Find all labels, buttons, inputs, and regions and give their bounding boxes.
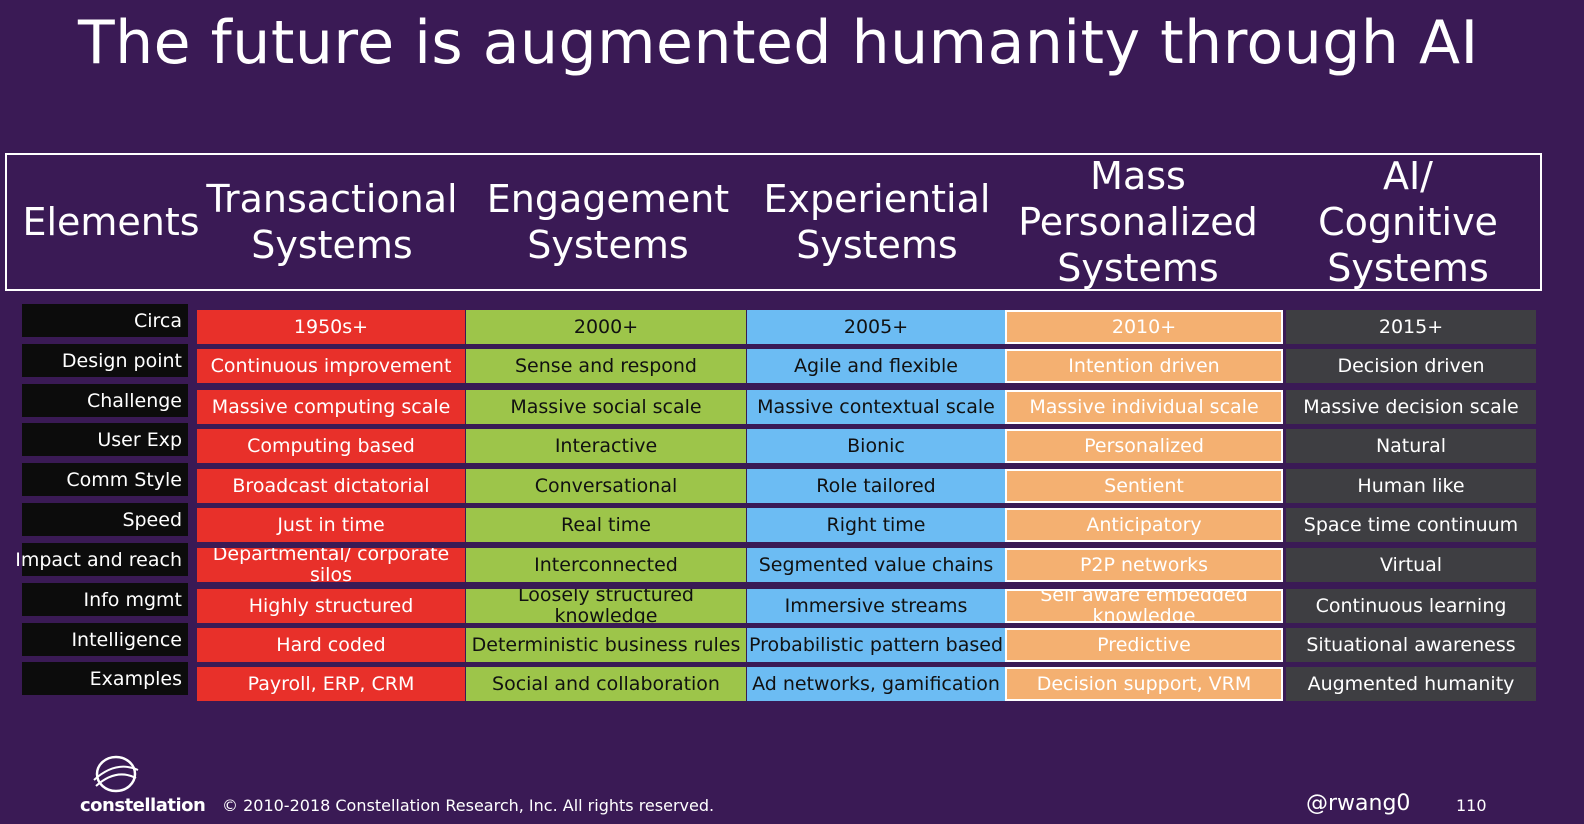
header-line: Systems: [796, 223, 958, 267]
header-transactional: Transactional Systems: [197, 155, 467, 289]
table-cell: Decision support, VRM: [1005, 667, 1283, 701]
table-cell: Intention driven: [1005, 349, 1283, 383]
table-cell: Natural: [1286, 429, 1536, 463]
header-line: AI/: [1382, 154, 1433, 198]
header-experiential: Experiential Systems: [749, 155, 1005, 289]
header-line: Elements: [22, 200, 200, 244]
table-cell: Highly structured: [197, 589, 465, 623]
table-cell: Continuous learning: [1286, 589, 1536, 623]
row-label: Info mgmt: [22, 583, 188, 616]
table-cell: Ad networks, gamification: [747, 667, 1005, 701]
header-line: Systems: [251, 223, 413, 267]
header-line: Systems: [527, 223, 689, 267]
table-cell: Situational awareness: [1286, 628, 1536, 662]
table-cell: Immersive streams: [747, 589, 1005, 623]
table-cell: Interconnected: [466, 548, 746, 582]
table-cell: P2P networks: [1005, 548, 1283, 582]
table-cell: Decision driven: [1286, 349, 1536, 383]
row-label: Challenge: [22, 384, 188, 417]
table-cell: Loosely structured knowledge: [466, 589, 746, 623]
logo-text: constellation: [80, 795, 206, 816]
table-cell: Probabilistic pattern based: [747, 628, 1005, 662]
header-line: Mass: [1090, 154, 1186, 198]
table-cell: Space time continuum: [1286, 508, 1536, 542]
table-cell: Segmented value chains: [747, 548, 1005, 582]
table-cell: Virtual: [1286, 548, 1536, 582]
table-cell: Augmented humanity: [1286, 667, 1536, 701]
table-cell: Real time: [466, 508, 746, 542]
header-ai-cognitive: AI/ Cognitive Systems: [1277, 154, 1539, 290]
table-cell: Departmental/ corporate silos: [197, 548, 465, 582]
table-cell: Interactive: [466, 429, 746, 463]
table-cell: Massive computing scale: [197, 390, 465, 424]
table-cell: Personalized: [1005, 429, 1283, 463]
copyright: © 2010-2018 Constellation Research, Inc.…: [222, 796, 715, 815]
table-cell: Payroll, ERP, CRM: [197, 667, 465, 701]
header-line: Cognitive: [1318, 200, 1498, 244]
row-label: Impact and reach: [15, 543, 188, 576]
table-cell: Massive contextual scale: [747, 390, 1005, 424]
table-cell: Predictive: [1005, 628, 1283, 662]
table-header: Elements Transactional Systems Engagemen…: [5, 153, 1542, 291]
header-line: Personalized: [1018, 200, 1258, 244]
table-cell: 2015+: [1286, 310, 1536, 344]
table-cell: Computing based: [197, 429, 465, 463]
table-cell: Conversational: [466, 469, 746, 503]
table-cell: Social and collaboration: [466, 667, 746, 701]
table-cell: Hard coded: [197, 628, 465, 662]
table-cell: Role tailored: [747, 469, 1005, 503]
table-cell: Massive social scale: [466, 390, 746, 424]
table-cell: Agile and flexible: [747, 349, 1005, 383]
table-cell: Continuous improvement: [197, 349, 465, 383]
slide-title: The future is augmented humanity through…: [78, 8, 1479, 78]
table-cell: Massive decision scale: [1286, 390, 1536, 424]
table-cell: Self aware embedded knowledge: [1005, 589, 1283, 623]
header-line: Systems: [1057, 246, 1219, 290]
row-label: Speed: [22, 503, 188, 536]
table-cell: Right time: [747, 508, 1005, 542]
table-cell: Deterministic business rules: [466, 628, 746, 662]
header-line: Systems: [1327, 246, 1489, 290]
header-line: Experiential: [763, 177, 991, 221]
table-cell: Just in time: [197, 508, 465, 542]
table-cell: 2005+: [747, 310, 1005, 344]
header-mass-personalized: Mass Personalized Systems: [1005, 154, 1271, 290]
row-label: Circa: [22, 304, 188, 337]
row-label: Comm Style: [22, 463, 188, 496]
row-label: User Exp: [22, 423, 188, 456]
table-cell: Broadcast dictatorial: [197, 469, 465, 503]
table-cell: Massive individual scale: [1005, 390, 1283, 424]
table-cell: Anticipatory: [1005, 508, 1283, 542]
table-cell: 2000+: [466, 310, 746, 344]
page-number: 110: [1456, 796, 1487, 815]
table-cell: Bionic: [747, 429, 1005, 463]
table-cell: Human like: [1286, 469, 1536, 503]
header-line: Engagement: [486, 177, 730, 221]
row-label: Examples: [22, 662, 188, 695]
table-cell: Sense and respond: [466, 349, 746, 383]
row-label: Design point: [22, 344, 188, 377]
header-line: Transactional: [206, 177, 458, 221]
row-label: Intelligence: [22, 623, 188, 656]
header-elements: Elements: [15, 155, 207, 289]
constellation-logo-icon: [93, 755, 139, 793]
table-cell: Sentient: [1005, 469, 1283, 503]
twitter-handle: @rwang0: [1306, 791, 1411, 816]
table-cell: 1950s+: [197, 310, 465, 344]
header-engagement: Engagement Systems: [467, 155, 749, 289]
table-cell: 2010+: [1005, 310, 1283, 344]
